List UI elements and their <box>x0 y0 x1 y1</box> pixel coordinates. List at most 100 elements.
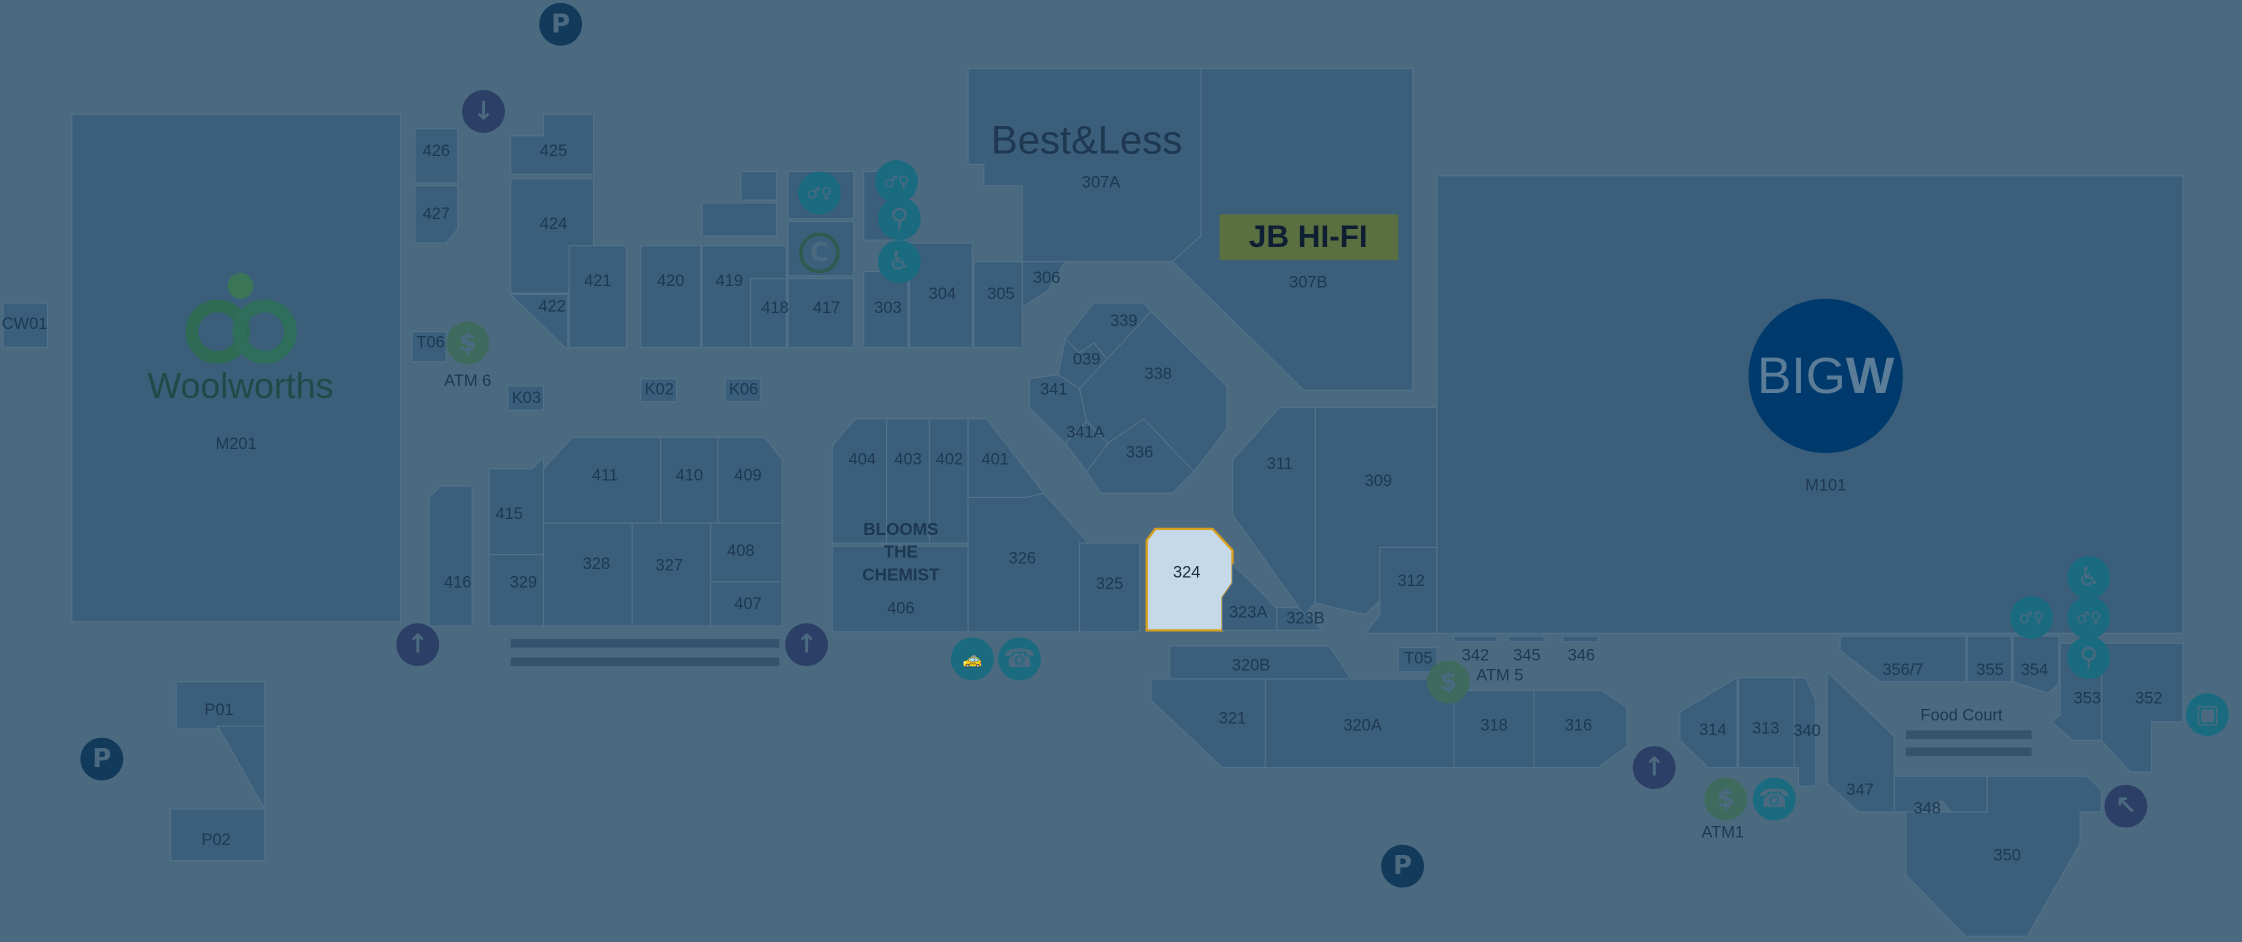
atm-icon[interactable]: $ <box>1704 777 1748 821</box>
shop-number-label: 410 <box>676 466 703 484</box>
shop-unit[interactable] <box>710 581 783 627</box>
accessible-icon[interactable]: ♿ <box>2067 556 2111 599</box>
exit-diagonal-icon[interactable]: ↖ <box>2104 784 2148 828</box>
phone-icon[interactable]: ☎ <box>998 637 1041 681</box>
shop-number-label: 323A <box>1229 604 1267 622</box>
phone-icon[interactable]: ☎ <box>1752 777 1796 821</box>
shop-unit[interactable] <box>1533 689 1628 769</box>
shop-number-label: 303 <box>874 299 901 317</box>
shop-number-label: 406 <box>887 599 914 617</box>
shop-unit[interactable] <box>973 261 1023 348</box>
shop-number-label: P02 <box>202 831 231 849</box>
shop-number-label: 341 <box>1040 381 1067 399</box>
shop-unit[interactable] <box>1826 670 1895 813</box>
shop-unit[interactable] <box>2 302 49 348</box>
taxi-glyph: 🚕 <box>963 649 983 668</box>
seating-area-1 <box>510 638 780 667</box>
shop-number-label: 311 <box>1267 455 1293 473</box>
shop-unit[interactable] <box>1276 606 1324 631</box>
shop-unit[interactable] <box>1085 418 1195 494</box>
shop-unit[interactable] <box>2012 635 2060 694</box>
shop-unit[interactable] <box>510 113 595 175</box>
shop-unit[interactable] <box>1679 676 1738 769</box>
shop-number-label: K06 <box>729 381 758 399</box>
shop-unit[interactable] <box>2101 642 2184 773</box>
shop-unit[interactable] <box>507 385 545 411</box>
shop-unit[interactable] <box>1839 635 1967 683</box>
shop-number-label: 320A <box>1343 716 1381 734</box>
shop-number-label: 407 <box>734 595 761 613</box>
shop-unit[interactable] <box>1905 775 2103 937</box>
baby-change-icon[interactable]: ⚲ <box>2067 636 2111 679</box>
shop-unit[interactable] <box>71 113 402 623</box>
atm5-label: ATM 5 <box>1476 666 1523 684</box>
accessible-icon[interactable]: ♿ <box>877 240 921 284</box>
shop-unit[interactable] <box>717 436 783 524</box>
shop-number-label: 424 <box>540 215 567 233</box>
toilets-glyph: ♂♀ <box>807 183 833 202</box>
shop-number-label: 425 <box>540 142 567 160</box>
shop-unit[interactable] <box>1364 546 1438 634</box>
shop-unit[interactable] <box>509 293 569 352</box>
shop-unit[interactable] <box>1453 635 1498 643</box>
bus-icon[interactable]: ▣ <box>2185 693 2229 737</box>
parking-icon[interactable]: P <box>80 737 124 781</box>
shop-unit[interactable] <box>568 245 627 348</box>
toilets-icon[interactable]: ♂♀ <box>875 160 919 203</box>
shop-unit[interactable] <box>1221 563 1281 631</box>
bigw-logo: BIGW <box>1748 298 1903 454</box>
customer-service-glyph: C <box>810 238 829 268</box>
shop-number-label: 341A <box>1066 423 1104 441</box>
shop-unit[interactable] <box>750 278 788 348</box>
shop-unit[interactable] <box>169 725 266 862</box>
shop-unit[interactable] <box>787 278 855 348</box>
parking-icon[interactable]: P <box>539 2 583 46</box>
shop-unit[interactable] <box>414 185 459 244</box>
escalator-down-icon[interactable]: ↓ <box>462 90 505 133</box>
seating-area-2 <box>1905 730 2032 757</box>
baby-change-icon[interactable]: ⚲ <box>877 197 921 241</box>
shop-unit[interactable] <box>640 245 702 348</box>
shop-number-label: 327 <box>656 556 683 574</box>
shop-unit[interactable] <box>411 331 447 363</box>
parking-icon[interactable]: P <box>1381 844 1425 888</box>
atm-icon[interactable]: $ <box>446 321 490 365</box>
jb-hifi-logo: JB HI-FI <box>1219 214 1399 261</box>
shop-unit[interactable] <box>414 128 459 184</box>
accessible-glyph: ♿ <box>2077 562 2100 592</box>
customer-service-icon[interactable]: C <box>799 232 840 274</box>
shop-number-label: 306 <box>1033 269 1060 287</box>
toilets-icon[interactable]: ♂♀ <box>797 171 841 215</box>
escalator-up-glyph: ↑ <box>796 630 818 660</box>
shop-unit[interactable] <box>631 522 712 627</box>
shop-number-label: 411 <box>592 466 618 484</box>
shop-unit[interactable] <box>1507 635 1545 643</box>
toilets-icon[interactable]: ♂♀ <box>2067 596 2111 639</box>
shop-unit[interactable] <box>428 485 473 627</box>
shop-unit[interactable] <box>1562 635 1600 643</box>
taxi-icon[interactable]: 🚕 <box>950 637 994 681</box>
escalator-up-icon[interactable]: ↑ <box>396 623 440 667</box>
shop-unit[interactable] <box>542 522 633 627</box>
shop-number-label: 316 <box>1565 716 1592 734</box>
shop-number-label: M201 <box>216 435 257 453</box>
parking-glyph: P <box>92 744 111 774</box>
shop-unit[interactable] <box>1793 676 1817 787</box>
escalator-up-icon[interactable]: ↑ <box>1632 746 1676 790</box>
escalator-up-icon[interactable]: ↑ <box>785 623 828 667</box>
shop-number-label: 420 <box>657 272 684 290</box>
shop-unit[interactable] <box>1966 635 2013 683</box>
shop-number-label: 324 <box>1173 564 1200 582</box>
shop-unit[interactable] <box>1150 678 1266 769</box>
shop-unit[interactable] <box>640 378 678 403</box>
shop-number-label: P01 <box>204 701 233 719</box>
shop-unit[interactable] <box>1078 542 1141 633</box>
icon-layer: PPP↓↑↑↑↖$$$☎☎🚕♂♀♂♀♂♀♂♀⚲⚲♿♿C▣ <box>80 2 2229 888</box>
atm-icon[interactable]: $ <box>1426 660 1470 704</box>
toilets-icon[interactable]: ♂♀ <box>2010 596 2053 639</box>
shop-number-label: 419 <box>716 272 743 290</box>
shop-unit[interactable] <box>908 242 973 348</box>
shop-number-label: 418 <box>761 299 788 317</box>
shop-unit[interactable] <box>724 378 762 403</box>
